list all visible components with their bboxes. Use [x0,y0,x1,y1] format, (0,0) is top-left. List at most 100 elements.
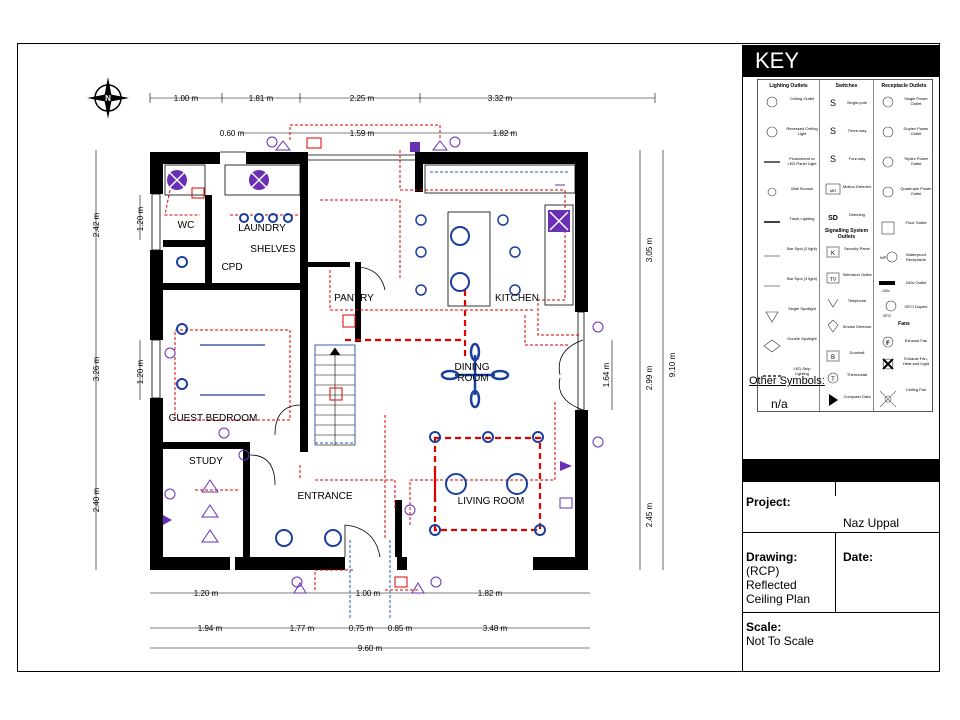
tv-glyph: TV [830,277,837,283]
dim-left-4: 1.20 m [136,359,145,384]
key-item: LED Strip Lighting [793,366,811,376]
dim-left-5: 2.40 m [92,487,101,512]
dim-bottom-5: 3.48 m [483,624,508,633]
dim-right-4: 2.45 m [645,502,654,527]
dim-right-3: 2.99 m [645,365,654,390]
room-study: STUDY [189,456,223,467]
date-label: Date: [843,550,874,564]
key-fans-header: Fans [898,321,910,327]
dim-top-inner-3: 1.82 m [493,129,518,138]
key-item: Bar Spot (2 light) [786,246,817,251]
key-item: Duplex Power Outlet [903,126,929,136]
md-glyph: MD [830,188,836,193]
key-item: Triplex Power Outlet [903,156,929,166]
ceiling-fan-icon [440,342,510,409]
dim-bottom-inner-1: 1.20 m [194,589,219,598]
key-item: Ceiling Fan [905,387,927,392]
motion-detector-icons [191,137,408,588]
room-cpd: CPD [221,262,242,273]
dim-top-inner-2: 1.59 m [350,129,375,138]
key-item: Waterproof Receptacle [905,252,926,262]
compass-icon: N [87,77,129,119]
room-kitchen: KITCHEN [495,293,539,304]
stairs [314,344,356,446]
room-shelves: SHELVES [250,244,296,255]
scale-label: Scale: [746,620,782,634]
dim-top-3: 2.25 m [350,94,375,103]
key-item: Dimming [849,212,865,217]
dim-top-inner-1: 0.60 m [220,129,245,138]
title-bar [743,459,939,481]
key-item: Telephone [847,298,867,303]
key-item: Ceiling Outlet [789,96,814,101]
svg-text:F: F [886,341,890,347]
key-item: Smoke Detector [842,324,872,329]
drawing-sheet [17,43,940,672]
key-item: Single Spotlight [788,306,816,311]
dim-bottom-inner-2: 1.00 m [356,589,381,598]
key-item: Four-way [848,156,866,161]
security-glyph: K [831,251,835,257]
room-dining-line1: DINING [455,362,490,373]
key-item: Recessed Ceiling Light [786,126,818,136]
other-symbols-label: Other Symbols: [749,375,825,387]
wp-glyph: WP [880,255,887,260]
key-item: Wall Sconce [790,186,814,191]
key-item: Three-way [847,128,867,133]
key-signalling-header: Signalling System Outlets [824,228,869,240]
svg-text:S: S [830,126,836,136]
key-item: Double Spotlight [787,336,817,341]
key-lighting-header: Lighting Outlets [769,83,808,89]
north-label: N [105,94,111,103]
dim-right-2: 1.64 m [602,362,611,387]
key-item: Track Lighting [789,216,815,221]
key-item: Security Panel [844,246,870,251]
key-title: KEY [743,45,939,77]
key-item: Television Outlet [842,272,872,277]
dim-bottom-1: 1.94 m [198,624,223,633]
switch-outlet-symbols [164,136,604,594]
key-item: GFCI Duplex [904,304,928,309]
drawing-value-line2: Reflected [746,578,797,592]
other-symbols-value: n/a [771,397,788,411]
key-item: Exhaust Fan [904,338,928,343]
key-item: Fluorescent or LED Panel Light [787,156,817,166]
key-item: 240v Outlet [905,280,927,285]
dim-top-2: 1.81 m [249,94,274,103]
key-item: Computer Data [843,394,871,399]
gfci-glyph: GFCI [883,314,891,318]
exhaust-fan-icons [166,169,570,232]
dim-top-1: 1.00 m [174,94,199,103]
drawing-label: Drawing: [746,550,798,564]
key-col-lighting: Lighting Outlets Ceiling Outlet Recessed… [758,80,820,411]
dim-right-1: 3.05 m [645,237,654,262]
thermostat-glyph: T [831,377,835,383]
key-col-switches: Switches Single-pole Three-way Four-way … [820,80,874,411]
key-item: Doorbell [849,350,865,355]
dim-left-2: 1.20 m [136,206,145,231]
key-item: Motion Detector [842,184,872,189]
key-panel: KEY Lighting Outlets Ceiling Outlet Rece… [742,45,940,672]
key-item: Thermostat [846,372,868,377]
key-item: Single Power Outlet [904,96,928,106]
walls [150,152,588,570]
key-item: Quadruple Power Outlet [900,186,932,196]
dim-bottom-3: 0.75 m [349,624,374,633]
key-item: Floor Outlet [905,220,927,225]
room-living-room: LIVING ROOM [458,496,525,507]
dim-top-4: 3.32 m [488,94,513,103]
key-item: Bar Spot (3 light) [786,276,817,281]
key-item: Exhaust Fan, Heat and Light [902,356,930,366]
key-col-receptacles: Receptacle Outlets Single Power Outlet D… [874,80,934,411]
room-wc: WC [178,220,195,231]
key-switches-header: Switches [835,83,858,89]
key-receptacle-header: Receptacle Outlets [881,83,927,89]
ceiling-lights [171,176,546,547]
dim-right-total: 9.10 m [668,352,677,377]
key-item: Single-pole [846,100,867,105]
drawing-value-line1: (RCP) [746,564,780,578]
room-entrance: ENTRANCE [297,491,352,502]
floor-plan: N 1.00 m 1.81 m 2.25 m 3.32 m 0.60 m 1.5… [87,77,677,653]
project-value: Naz Uppal [843,516,900,530]
dimming-glyph: SD [828,215,838,222]
